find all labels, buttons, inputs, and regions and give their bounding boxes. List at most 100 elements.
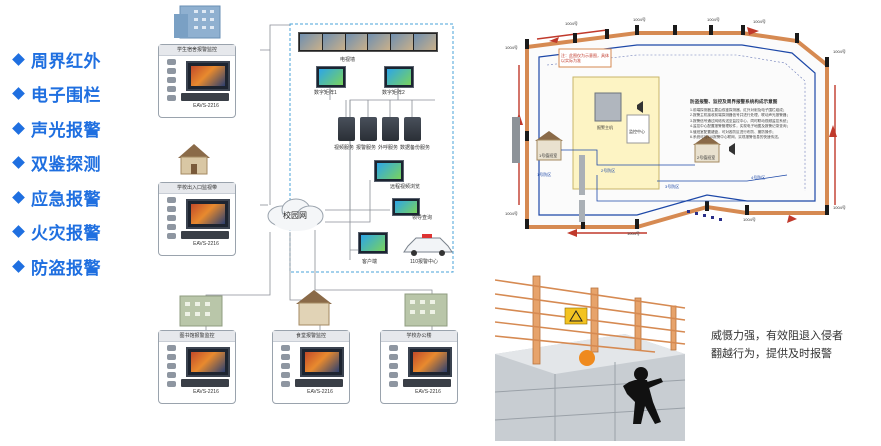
matrix2-label: 数字矩阵2 <box>382 90 405 96</box>
detector-label: 1004号 <box>505 45 518 50</box>
feature-item: 火灾报警 <box>12 215 134 250</box>
feature-label: 周界红外 <box>31 51 101 71</box>
site-title: 学校出入口监视带 <box>159 183 235 194</box>
campus-network-diagram: 学生宿舍报警监控 EAVS-2216 学校出入口监视带 EAVS-2216 图书… <box>150 0 460 441</box>
matrix-monitor-icon <box>316 66 346 88</box>
zone-label: 1号防区 <box>537 172 552 177</box>
detector-label: 1004号 <box>743 217 756 222</box>
caption-line: 威慑力强，有效阻退入侵者 <box>711 330 843 342</box>
note-line: 6.系统可与110报警中心联网，实现报警信息的快速传送。 <box>690 135 782 140</box>
remote-pc-icon <box>374 160 404 182</box>
site-library: 图书馆报警监控 EAVS-2216 <box>158 330 236 404</box>
duty-room-label: 2号值班室 <box>697 155 716 160</box>
intruder-silhouette-icon <box>623 367 663 424</box>
campus-network-node: 校园网 <box>265 198 325 232</box>
feature-item: 电子围栏 <box>12 77 134 112</box>
diamond-bullet-icon <box>12 52 25 66</box>
detector-label: 1004号 <box>833 205 846 210</box>
feature-list: 周界红外 电子围栏 声光报警 双鉴探测 应急报警 火灾报警 防盗报警 <box>12 42 134 284</box>
diamond-bullet-icon <box>12 190 25 204</box>
camera-stack-icon <box>167 59 177 104</box>
canteen-building-icon <box>296 290 332 326</box>
feature-item: 防盗报警 <box>12 249 134 284</box>
server-label: 报警服务 <box>356 145 377 151</box>
site-title: 学生宿舍报警监控 <box>159 45 235 56</box>
site-dormitory: 学生宿舍报警监控 EAVS-2216 <box>158 44 236 118</box>
dvr-device-icon <box>181 379 229 387</box>
monitor-icon <box>186 61 230 91</box>
monitor-center-label: 监控中心 <box>629 129 645 134</box>
feature-item: 应急报警 <box>12 180 134 215</box>
dvr-label: EAVS-2216 <box>193 389 219 395</box>
diamond-bullet-icon <box>12 156 25 170</box>
server-label: 数据备份服务 <box>400 145 431 151</box>
feature-label: 应急报警 <box>31 189 101 209</box>
client-label: 客户端 <box>362 259 378 265</box>
notes-title: 防盗报警、监控及周界报警系统构成示意图 <box>690 99 778 104</box>
detector-label: 1004号 <box>505 211 518 216</box>
server-icon <box>404 117 421 141</box>
note-box-text: 注：此图仅为示意图，具体以实际为准 <box>561 53 609 63</box>
feature-label: 声光报警 <box>31 120 101 140</box>
note-line: 3.报警信号通过网络传送至监控中心，同时联动视频监控系统； <box>690 118 791 123</box>
dvr-label: EAVS-2216 <box>415 389 441 395</box>
site-title: 学校办公楼 <box>381 331 457 342</box>
video-wall-icon <box>298 32 438 52</box>
zone-label: 4号防区 <box>751 175 766 180</box>
site-office: 学校办公楼 EAVS-2216 <box>380 330 458 404</box>
site-title: 图书馆报警监控 <box>159 331 235 342</box>
zone-label: 2号防区 <box>601 168 616 173</box>
alarm-host-label: 报警主机 <box>597 125 613 130</box>
plan-notes: 防盗报警、监控及周界报警系统构成示意图 1.前端探测器主要由双鉴探测器、红外对射… <box>690 99 800 140</box>
server-icon <box>360 117 377 141</box>
site-canteen: 食堂报警监控 EAVS-2216 <box>272 330 350 404</box>
site-title: 食堂报警监控 <box>273 331 349 342</box>
camera-stack-icon <box>167 345 177 390</box>
camera-stack-icon <box>167 197 177 242</box>
dvr-device-icon <box>403 379 451 387</box>
feature-item: 声光报警 <box>12 111 134 146</box>
monitor-icon <box>186 347 230 377</box>
site-entrance: 学校出入口监视带 EAVS-2216 <box>158 182 236 256</box>
feature-label: 火灾报警 <box>31 224 101 244</box>
feature-label: 电子围栏 <box>31 86 101 106</box>
perimeter-plan: 1004号 1004号 1004号 1004号 1004号 1004号 1004… <box>497 5 881 257</box>
dvr-device-icon <box>181 93 229 101</box>
detector-label: 1004号 <box>633 17 646 22</box>
server-label: 视频服务 <box>334 145 355 151</box>
dvr-label: EAVS-2216 <box>193 241 219 247</box>
fence-drawing <box>494 275 686 441</box>
detector-label: 1004号 <box>833 49 846 54</box>
matrix1-label: 数字矩阵1 <box>314 90 337 96</box>
office-building-icon <box>174 5 221 39</box>
feature-label: 双鉴探测 <box>31 155 101 175</box>
server-label: 外呼服务 <box>378 145 399 151</box>
camera-stack-icon <box>389 345 399 390</box>
laptop-client-label: 领导查询 <box>412 215 433 221</box>
matrix-monitor-icon <box>384 66 414 88</box>
diamond-bullet-icon <box>12 121 25 135</box>
zone-label: 3号防区 <box>665 184 680 189</box>
dvr-label: EAVS-2216 <box>307 389 333 395</box>
electric-fence-illustration: 威慑力强，有效阻退入侵者 翻越行为，提供及时报警 <box>494 262 881 441</box>
camera-stack-icon <box>281 345 291 390</box>
office-block-icon <box>404 293 448 327</box>
note-line: 2.报警主机接收前端探测器信号并进行处理，联动声光报警器； <box>690 113 791 118</box>
house-icon <box>178 144 210 175</box>
monitor-icon <box>300 347 344 377</box>
dvr-device-icon <box>295 379 343 387</box>
duty-room-label: 1号值班室 <box>539 153 558 158</box>
feature-item: 周界红外 <box>12 42 134 77</box>
perimeter-plan-drawing <box>512 25 837 237</box>
server-icon <box>338 117 355 141</box>
detector-label: 1004号 <box>565 21 578 26</box>
library-building-icon <box>179 295 223 327</box>
cloud-icon <box>267 198 324 231</box>
diamond-bullet-icon <box>12 225 25 239</box>
detector-label: 1004号 <box>627 231 640 236</box>
diamond-bullet-icon <box>12 87 25 101</box>
monitor-icon <box>408 347 452 377</box>
note-line: 1.前端探测器主要由双鉴探测器、红外对射及电子围栏组成； <box>690 108 787 112</box>
police-car-icon <box>403 234 453 256</box>
note-line: 5.值班室配置键盘，可对各防区进行布防、撤防操作； <box>690 129 776 134</box>
